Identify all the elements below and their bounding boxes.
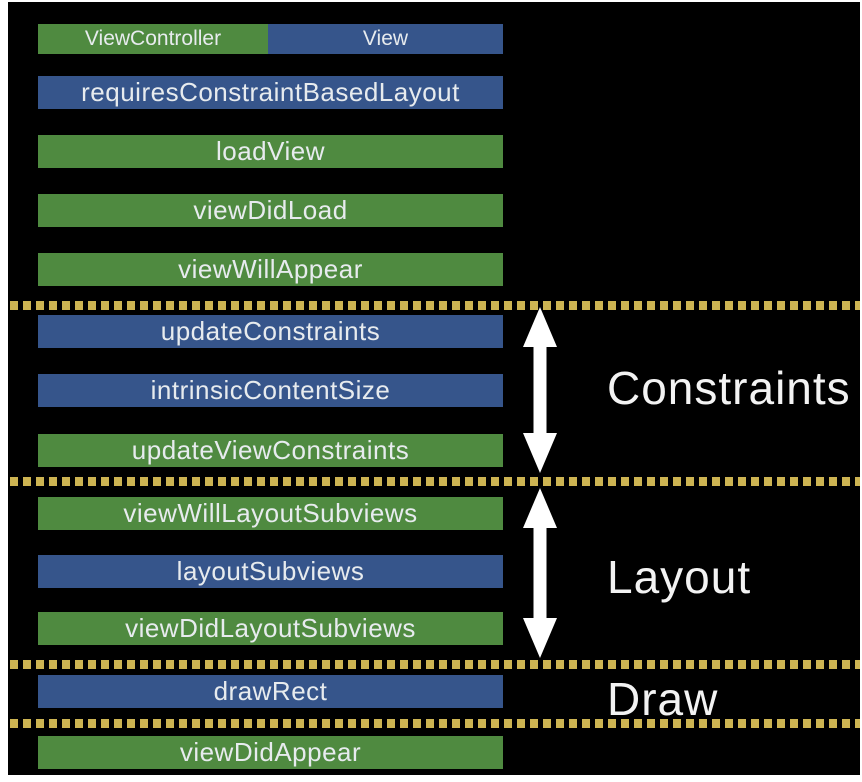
section-separator bbox=[10, 719, 860, 728]
double-arrow-shape bbox=[523, 307, 557, 473]
bar-updateviewconstraints: updateViewConstraints bbox=[38, 434, 503, 467]
section-label-constraints: Constraints bbox=[607, 362, 851, 414]
bar-viewwilllayoutsubviews: viewWillLayoutSubviews bbox=[38, 497, 503, 530]
bar-drawrect: drawRect bbox=[38, 675, 503, 708]
section-label-layout: Layout bbox=[607, 551, 752, 603]
bar-layoutsubviews: layoutSubviews bbox=[38, 555, 503, 588]
section-separator bbox=[10, 660, 860, 669]
bar-updateconstraints: updateConstraints bbox=[38, 315, 503, 348]
section-separator bbox=[10, 301, 860, 310]
legend-viewcontroller: ViewController bbox=[38, 24, 268, 54]
bar-viewdidappear: viewDidAppear bbox=[38, 736, 503, 769]
section-separator bbox=[10, 477, 860, 486]
section-label-draw: Draw bbox=[607, 673, 719, 725]
double-arrow-icon bbox=[523, 307, 557, 473]
bar-intrinsiccontentsize: intrinsicContentSize bbox=[38, 374, 503, 407]
bar-loadview: loadView bbox=[38, 135, 503, 168]
bar-viewdidload: viewDidLoad bbox=[38, 194, 503, 227]
bar-requiresconstraintbasedlayout: requiresConstraintBasedLayout bbox=[38, 76, 503, 109]
legend: ViewController View bbox=[38, 24, 503, 54]
double-arrow-shape bbox=[523, 488, 557, 658]
bar-viewwillappear: viewWillAppear bbox=[38, 253, 503, 286]
double-arrow-icon bbox=[523, 488, 557, 658]
bar-viewdidlayoutsubviews: viewDidLayoutSubviews bbox=[38, 612, 503, 645]
legend-view: View bbox=[268, 24, 503, 54]
